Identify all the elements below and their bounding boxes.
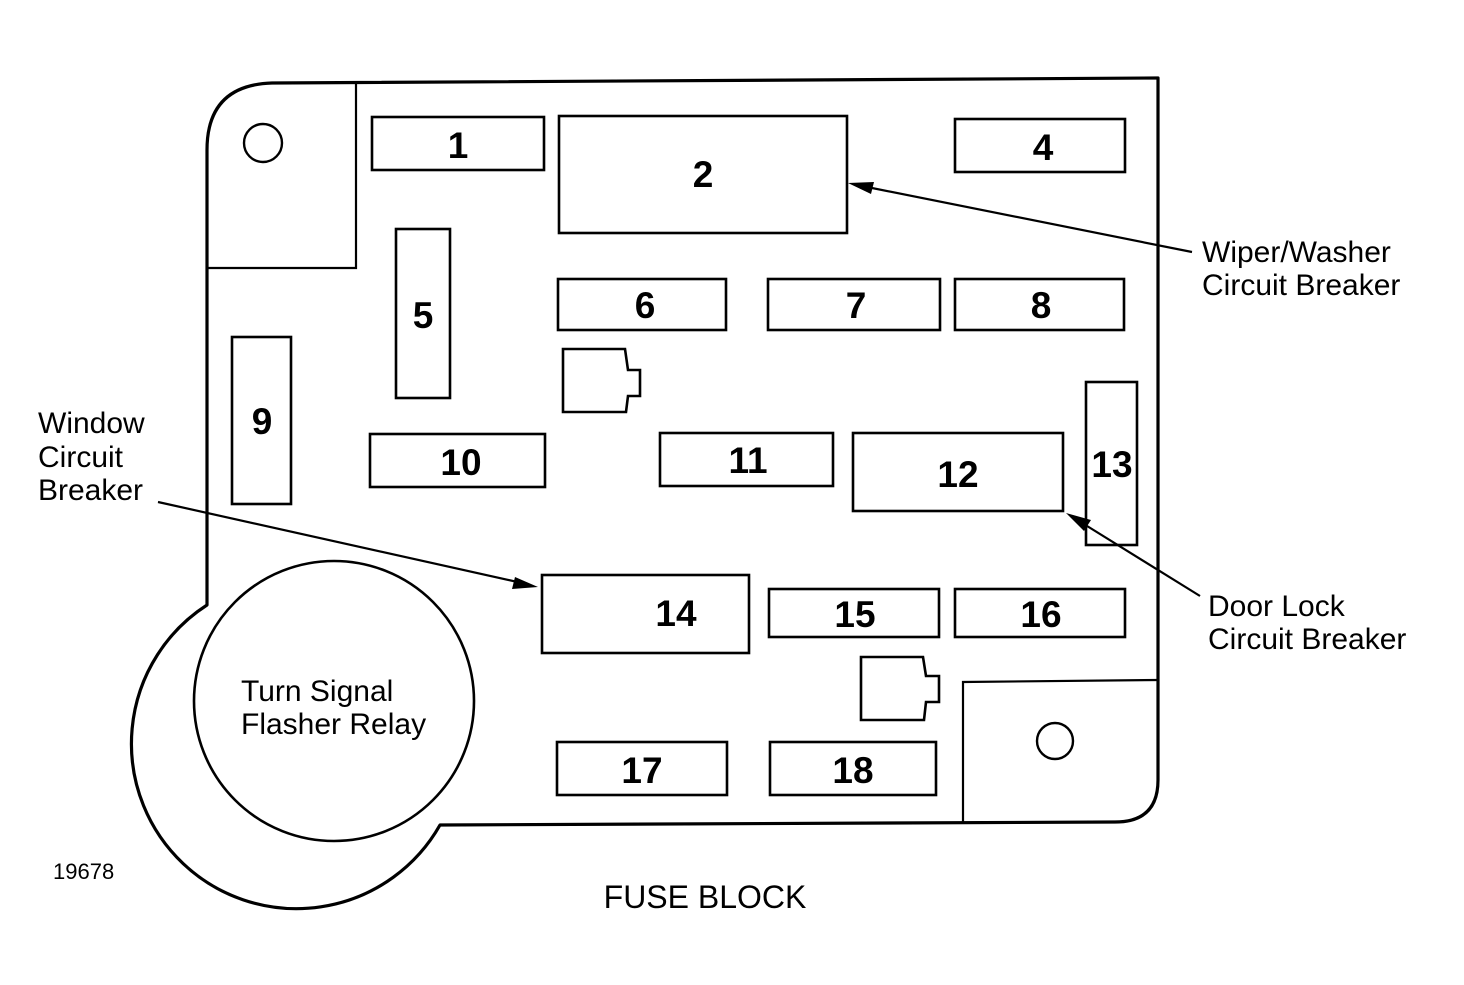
connector-tab-lower <box>859 655 941 722</box>
wiper-callout-line2: Circuit Breaker <box>1202 269 1400 302</box>
fuse-number: 14 <box>655 593 697 634</box>
fuse-number: 2 <box>693 154 714 195</box>
fuse-number: 13 <box>1091 444 1132 485</box>
fuse-17: 17 <box>555 740 729 797</box>
diagram-caption: FUSE BLOCK <box>604 879 807 915</box>
fuse-number: 7 <box>846 285 867 326</box>
fuse-number: 12 <box>937 454 978 495</box>
flasher-relay <box>192 559 476 843</box>
fuse-number: 5 <box>413 295 434 336</box>
fuse-5: 5 <box>394 227 452 400</box>
mounting-hole-top-left <box>242 122 284 164</box>
fuse-12-door-lock-breaker: 12 <box>851 431 1065 513</box>
fuse-number: 18 <box>832 750 873 791</box>
fuse-7: 7 <box>766 277 942 332</box>
connector-tab-upper <box>561 347 642 414</box>
fuse-13: 13 <box>1084 380 1139 547</box>
fuse-18: 18 <box>768 740 938 797</box>
window-callout-line2: Circuit <box>38 441 124 474</box>
fuse-number: 4 <box>1033 127 1054 168</box>
window-callout-line1: Window <box>38 407 145 440</box>
fuse-block-outline <box>129 76 1160 911</box>
fuse-number: 10 <box>440 442 481 483</box>
fuse-15: 15 <box>767 587 941 639</box>
fuse-number: 6 <box>635 285 656 326</box>
fuse-6: 6 <box>556 277 728 332</box>
figure-number: 19678 <box>53 859 114 884</box>
window-callout-line3: Breaker <box>38 474 143 507</box>
door-lock-callout-line1: Door Lock <box>1208 590 1346 623</box>
fuse-number: 16 <box>1020 594 1061 635</box>
fuse-number: 8 <box>1031 285 1052 326</box>
fuse-1: 1 <box>370 115 546 172</box>
fuse-2-wiper-washer-breaker: 2 <box>557 114 849 235</box>
window-leader-line <box>157 500 523 585</box>
flasher-relay-label-line1: Turn Signal <box>241 675 393 708</box>
fuse-4: 4 <box>953 117 1127 174</box>
fuse-number: 15 <box>834 594 875 635</box>
fuse-9: 9 <box>230 335 293 506</box>
fuse-number: 9 <box>252 401 273 442</box>
fuse-10: 10 <box>368 432 547 489</box>
mount-block-top-left <box>207 83 358 270</box>
wiper-callout-line1: Wiper/Washer <box>1202 236 1391 269</box>
fuse-number: 1 <box>448 125 469 166</box>
fuse-number: 11 <box>728 440 767 481</box>
fuse-16: 16 <box>953 587 1127 639</box>
door-lock-callout-line2: Circuit Breaker <box>1208 623 1406 656</box>
wiper-leader-line <box>861 184 1193 254</box>
door-lock-arrowhead <box>1066 513 1091 531</box>
fuse-11: 11 <box>658 431 835 488</box>
wiper-arrowhead <box>848 182 874 194</box>
door-lock-leader-line <box>1078 520 1201 597</box>
mount-block-bottom-right <box>961 678 1159 823</box>
fuse-number: 17 <box>621 750 662 791</box>
fuse-8: 8 <box>953 277 1126 332</box>
mounting-hole-bottom-right <box>1035 721 1075 761</box>
fuse-14-window-breaker: 14 <box>540 573 751 655</box>
flasher-relay-label-line2: Flasher Relay <box>241 708 426 741</box>
window-arrowhead <box>512 577 538 589</box>
